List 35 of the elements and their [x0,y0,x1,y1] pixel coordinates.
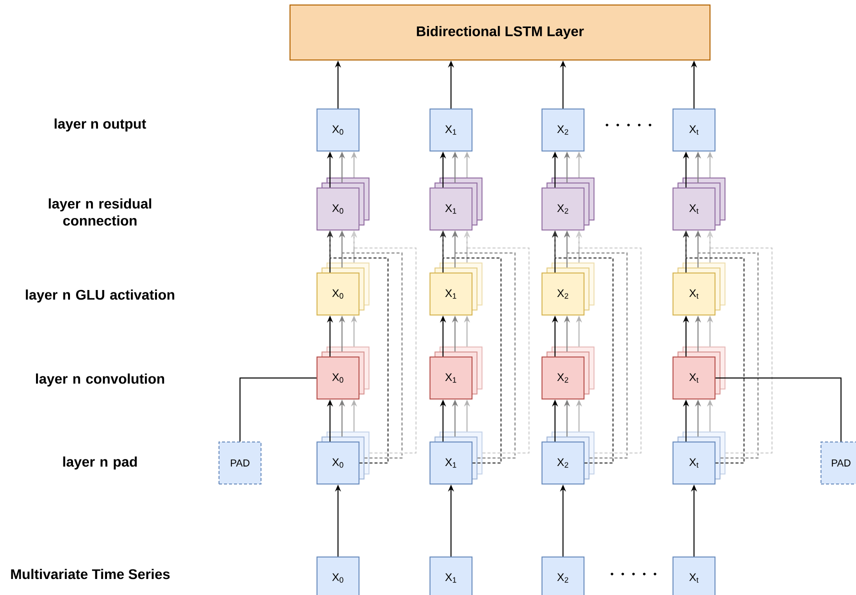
pad-box: PAD [218,442,262,484]
stacked-feature-box: X$_{1}$ [430,346,482,400]
stacked-feature-box: X$_{0}$ [316,262,370,316]
row-label: Multivariate Time Series [11,568,170,580]
stacked-feature-box: X$_{t}$ [672,262,726,316]
row-label: layer n residual connection [48,198,152,226]
stacked-feature-box: X$_{t}$ [672,432,726,484]
connector-line [715,378,842,442]
stacked-feature-box: X$_{0}$ [316,432,370,484]
row-label: layer n convolution [36,373,164,387]
stacked-feature-box: X$_{2}$ [542,262,594,316]
stacked-feature-box: X$_{0}$ [316,346,370,400]
feature-box: X$_{1}$ [430,556,472,595]
feature-box: X$_{1}$ [430,108,472,152]
feature-box: X$_{0}$ [316,556,360,595]
stacked-feature-box: X$_{2}$ [542,432,594,484]
stacked-feature-box: X$_{t}$ [672,346,726,400]
feature-box: X$_{2}$ [542,108,584,152]
stacked-feature-box: X$_{t}$ [672,178,726,230]
stacked-feature-box: X$_{2}$ [542,178,594,230]
connector-line [240,378,317,442]
pad-box: PAD [820,442,856,484]
feature-box: X$_{t}$ [672,108,716,152]
feature-box: X$_{2}$ [542,556,584,595]
stacked-feature-box: X$_{1}$ [430,262,482,316]
feature-box: X$_{0}$ [316,108,360,152]
row-label: layer n output [54,118,146,132]
row-label: layer n GLU activation [26,289,174,303]
feature-box: X$_{t}$ [672,556,716,595]
stacked-feature-box: X$_{1}$ [430,432,482,484]
layer-box: Bidirectional LSTM Layer [290,4,710,60]
row-label: layer n pad [63,456,137,470]
stacked-feature-box: X$_{0}$ [316,178,370,230]
stacked-feature-box: X$_{2}$ [542,346,594,400]
stacked-feature-box: X$_{1}$ [430,178,482,230]
